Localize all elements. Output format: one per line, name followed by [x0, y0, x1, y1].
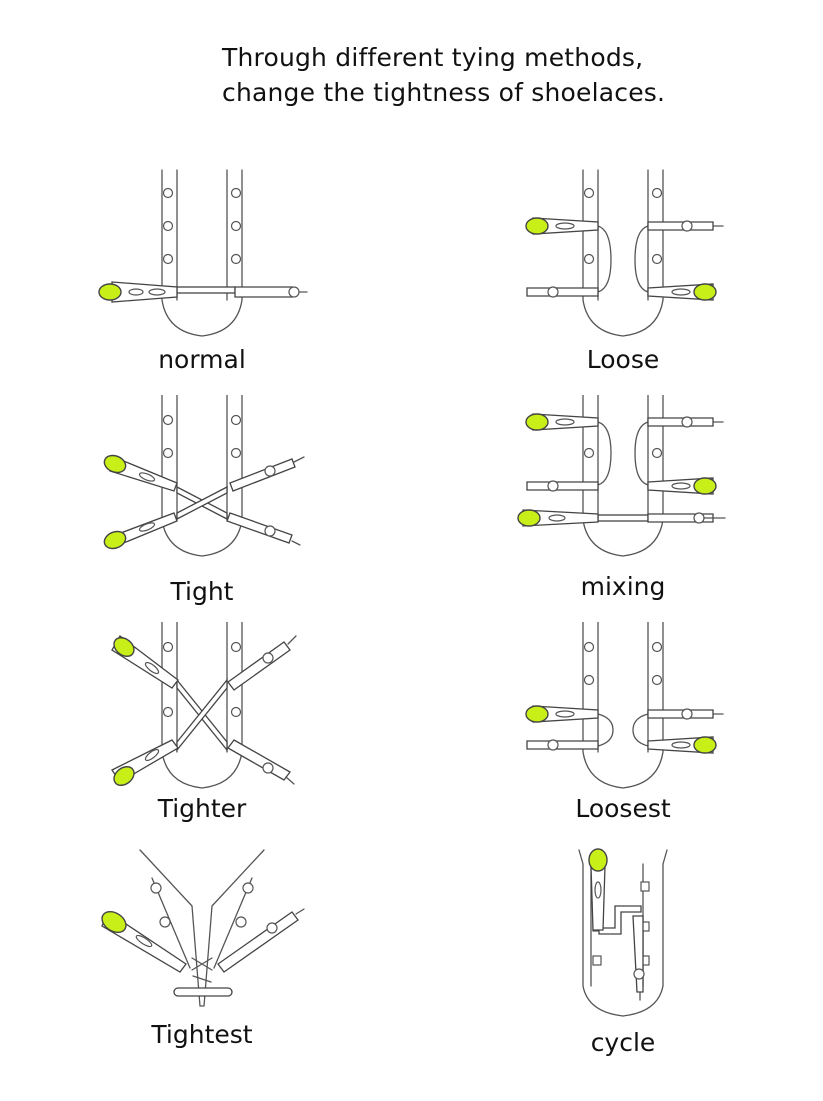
- aglet-icon: [588, 848, 608, 872]
- normal-diagram: [98, 169, 308, 337]
- label-loose: Loose: [586, 345, 660, 374]
- aglet-icon: [98, 283, 122, 301]
- method-mixing: mixing: [473, 395, 773, 640]
- aglet-icon: [113, 637, 135, 657]
- method-cycle: cycle: [473, 846, 773, 1091]
- aglet-icon: [525, 217, 549, 235]
- label-tighter: Tighter: [157, 794, 247, 823]
- method-tight: Tight: [52, 395, 352, 640]
- aglet-icon: [693, 736, 717, 754]
- aglet-icon: [693, 477, 717, 495]
- cycle-diagram: [578, 848, 668, 1017]
- label-tightest: Tightest: [151, 1020, 253, 1049]
- mixing-diagram: [517, 395, 726, 557]
- aglet-icon: [103, 530, 127, 550]
- method-tighter: Tighter: [52, 622, 352, 867]
- label-normal: normal: [158, 345, 246, 374]
- method-normal: normal: [52, 160, 352, 405]
- tighter-diagram: [111, 622, 297, 789]
- aglet-icon: [525, 413, 549, 431]
- aglet-icon: [113, 766, 135, 786]
- loose-diagram: [525, 169, 724, 337]
- label-tight: Tight: [170, 577, 234, 606]
- tightest-diagram: [101, 849, 305, 1007]
- label-loosest: Loosest: [575, 794, 671, 823]
- title-line-1: Through different tying methods,: [222, 43, 644, 72]
- loosest-diagram: [525, 622, 724, 789]
- aglet-icon: [101, 910, 127, 934]
- tight-diagram: [103, 395, 305, 557]
- label-cycle: cycle: [590, 1028, 656, 1057]
- method-loosest: Loosest: [473, 622, 773, 867]
- method-loose: Loose: [473, 160, 773, 405]
- aglet-icon: [525, 705, 549, 723]
- title: Through different tying methods, change …: [222, 40, 742, 110]
- aglet-icon: [103, 454, 127, 474]
- aglet-icon: [517, 509, 541, 527]
- aglet-icon: [693, 283, 717, 301]
- title-line-2: change the tightness of shoelaces.: [222, 78, 666, 107]
- method-tightest: Tightest: [52, 846, 352, 1091]
- label-mixing: mixing: [580, 572, 666, 601]
